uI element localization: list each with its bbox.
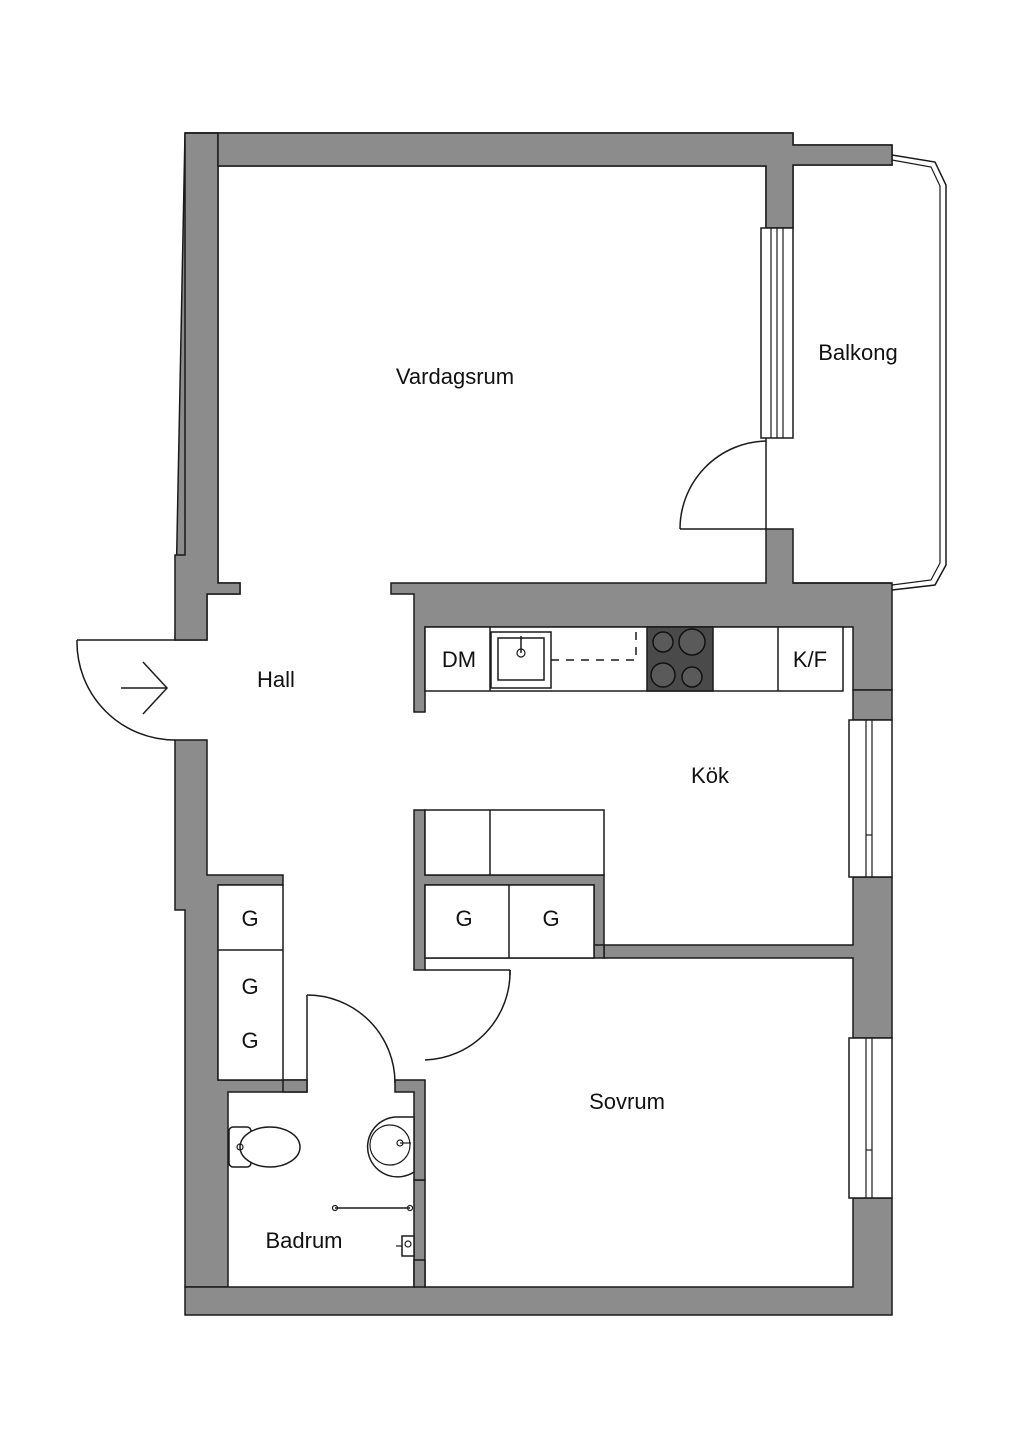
dishwasher-label: DM (442, 647, 476, 672)
doors (76, 438, 767, 1084)
right-wall (852, 689, 893, 721)
room-labels: Vardagsrum Balkong Hall Kök Sovrum Badru… (257, 340, 898, 1253)
room-label-kitchen: Kök (691, 763, 730, 788)
hall-wardrobes (217, 884, 284, 1081)
entrance-door[interactable] (76, 639, 176, 741)
room-label-hall: Hall (257, 667, 295, 692)
room-label-balcony: Balkong (818, 340, 898, 365)
wardrobe-label: G (241, 974, 258, 999)
bath-door-jamb (282, 1079, 308, 1093)
shower-rod-icon (331, 1204, 414, 1212)
balcony-railing (891, 154, 947, 591)
window-kitchen (848, 719, 893, 878)
balcony-door[interactable] (679, 438, 767, 530)
wardrobe-label: G (241, 906, 258, 931)
toilet-icon (228, 1126, 301, 1168)
wardrobe-label: G (455, 906, 472, 931)
left-wall (174, 132, 241, 641)
bathroom-fixtures (228, 1116, 415, 1257)
washbasin-icon (366, 1116, 415, 1178)
fixture-labels: DM K/F G G G G G (241, 647, 827, 1053)
room-label-bedroom: Sovrum (589, 1089, 665, 1114)
right-wall-mid (603, 876, 893, 1039)
bath-bed-wall (394, 1079, 426, 1181)
balcony (793, 154, 947, 591)
bathroom-door[interactable] (306, 994, 396, 1084)
window-balcony (760, 227, 794, 439)
walls (174, 132, 893, 1316)
windows (760, 227, 893, 1199)
counter-dash (551, 627, 637, 661)
faucet-icon (396, 1235, 415, 1257)
kitchen-counter (424, 626, 844, 692)
room-label-bathroom: Badrum (265, 1228, 342, 1253)
window-bedroom (848, 1037, 893, 1199)
bedroom-door[interactable] (424, 969, 511, 1061)
room-label-living: Vardagsrum (396, 364, 514, 389)
wardrobe-label: G (241, 1028, 258, 1053)
stove (646, 626, 714, 692)
top-wall (185, 132, 893, 229)
fridge-freezer-label: K/F (793, 647, 827, 672)
balcony-railing-inner (891, 159, 941, 586)
sink (490, 631, 552, 689)
kitchen-cabinets (424, 809, 605, 959)
bath-bed-wall-lower (413, 1259, 426, 1288)
wardrobe-label: G (542, 906, 559, 931)
